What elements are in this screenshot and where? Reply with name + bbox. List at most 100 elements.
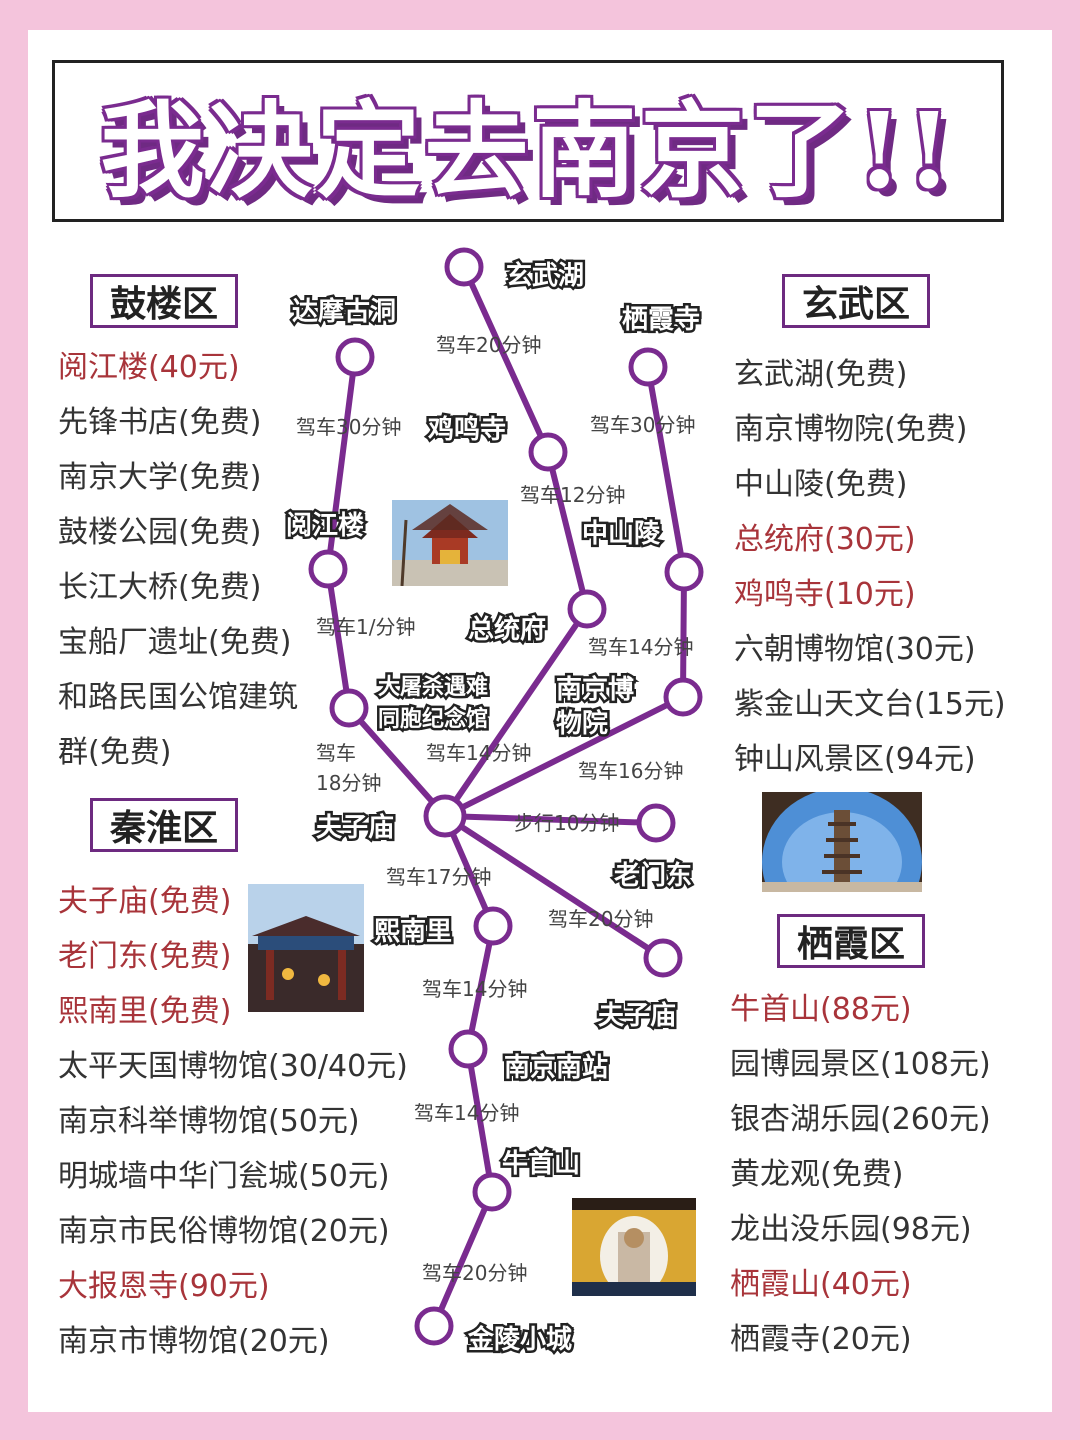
stop-fuzimiao-hub[interactable] (423, 794, 467, 838)
leg-time: 驾车14分钟 (414, 1101, 519, 1125)
label-datusha: 大屠杀遇难 (378, 674, 488, 700)
label-fuzimiao-2: 夫子庙 (598, 1000, 676, 1031)
label-qixiasi: 栖霞寺 (622, 305, 700, 335)
stop-yuejianglou[interactable] (308, 549, 348, 589)
attraction-item: 牛首山(88元) (730, 992, 912, 1027)
stop-laomendong[interactable] (636, 803, 676, 843)
district-gulou-header: 鼓楼区 (90, 274, 238, 328)
buddha-photo (572, 1198, 696, 1296)
leg-time: 18分钟 (316, 771, 381, 795)
leg-time: 驾车16分钟 (578, 759, 683, 783)
stop-niushoushan[interactable] (472, 1172, 512, 1212)
attraction-item: 群(免费) (58, 735, 172, 770)
qixia-attractions-list: 牛首山(88元) 园博园景区(108元) 银杏湖乐园(260元) 黄龙观(免费) 龙出没… (730, 982, 991, 1367)
label-xinanli: 熙南里 (374, 917, 452, 947)
attraction-item: 总统府(30元) (734, 522, 916, 557)
leg-time: 驾车 (316, 741, 356, 765)
label-zhongshanling: 中山陵 (582, 519, 661, 549)
label-nanbo-2: 物院 (556, 708, 608, 739)
leg-time: 驾车30分钟 (590, 413, 695, 437)
stop-nanjingnan[interactable] (448, 1029, 488, 1069)
attraction-item: 宝船厂遗址(免费) (58, 625, 292, 660)
stop-xuanwuhu[interactable] (444, 247, 484, 287)
leg-time: 驾车17分钟 (386, 865, 491, 889)
attraction-item: 南京市民俗博物馆(20元) (58, 1214, 390, 1249)
attraction-item: 龙出没乐园(98元) (730, 1212, 972, 1247)
gulou-attractions-list: 阅江楼(40元) 先锋书店(免费) 南京大学(免费) 鼓楼公园(免费) 长江大桥(免费)… (58, 340, 298, 780)
leg-time: 步行10分钟 (514, 811, 619, 835)
qinhuai-attractions-list: 夫子庙(免费) 老门东(免费) 熙南里(免费) 太平天国博物馆(30/40元) 南京科举… (58, 874, 408, 1369)
attraction-item: 南京市博物馆(20元) (58, 1324, 330, 1359)
leg-time: 驾车12分钟 (520, 483, 625, 507)
leg-time: 驾车20分钟 (422, 1261, 527, 1285)
attraction-item: 夫子庙(免费) (58, 884, 232, 919)
attraction-item: 鼓楼公园(免费) (58, 515, 262, 550)
attraction-item: 中山陵(免费) (734, 467, 908, 502)
attraction-item: 六朝博物馆(30元) (734, 632, 976, 667)
attraction-item: 和路民国公馆建筑 (58, 680, 298, 715)
attraction-item: 太平天国博物馆(30/40元) (58, 1049, 408, 1084)
attraction-item: 钟山风景区(94元) (734, 742, 976, 777)
attraction-item: 栖霞寺(20元) (730, 1322, 912, 1357)
district-qinhuai-header: 秦淮区 (90, 798, 238, 852)
district-qixia-header: 栖霞区 (777, 914, 925, 968)
label-zongtongfu: 总统府 (468, 614, 546, 645)
attraction-item: 栖霞山(40元) (730, 1267, 912, 1302)
district-xuanwu-header: 玄武区 (782, 274, 930, 328)
attraction-item: 老门东(免费) (58, 939, 232, 974)
route-lines (325, 264, 687, 1329)
gate-photo (248, 884, 364, 1012)
stop-damo[interactable] (335, 337, 375, 377)
stop-qixiasi[interactable] (628, 347, 668, 387)
route-stops (308, 247, 704, 1346)
stop-fuzimiao-2[interactable] (643, 938, 683, 978)
attraction-item: 明城墙中华门瓮城(50元) (58, 1159, 390, 1194)
pavilion-photo (392, 500, 508, 586)
attraction-item: 先锋书店(免费) (58, 405, 262, 440)
attraction-item: 阅江楼(40元) (58, 350, 240, 385)
attraction-item: 长江大桥(免费) (58, 570, 262, 605)
label-xuanwuhu: 玄武湖 (506, 260, 584, 291)
stop-jinling[interactable] (414, 1306, 454, 1346)
leg-time: 驾车30分钟 (296, 415, 401, 439)
label-jinling: 金陵小城 (467, 1324, 572, 1355)
attraction-item: 银杏湖乐园(260元) (730, 1102, 991, 1137)
leg-time: 驾车14分钟 (422, 977, 527, 1001)
stop-zongtongfu[interactable] (567, 589, 607, 629)
stop-datusha[interactable] (329, 688, 369, 728)
attraction-item: 南京科举博物馆(50元) (58, 1104, 360, 1139)
label-fuzimiao: 夫子庙 (316, 812, 394, 843)
label-yuejianglou: 阅江楼 (286, 511, 364, 541)
attraction-item: 大报恩寺(90元) (58, 1269, 270, 1304)
attraction-item: 园博园景区(108元) (730, 1047, 991, 1082)
label-nanbo: 南京博 (556, 674, 634, 705)
label-nanjingnan: 南京南站 (504, 1052, 608, 1083)
attraction-item: 黄龙观(免费) (730, 1157, 904, 1192)
stop-xinanli[interactable] (473, 906, 513, 946)
label-jimingsi: 鸡鸣寺 (427, 414, 506, 445)
attraction-item: 紫金山天文台(15元) (734, 687, 1006, 722)
label-damo: 达摩古洞 (292, 296, 396, 327)
page-title: 我决定去南京了!! (100, 88, 956, 212)
title-banner: 我决定去南京了!! (52, 60, 1004, 222)
xuanwu-attractions-list: 玄武湖(免费) 南京博物院(免费) 中山陵(免费) 总统府(30元) 鸡鸣寺(10元) 六… (734, 347, 1006, 787)
stop-zhongshanling[interactable] (664, 552, 704, 592)
stop-jimingsi[interactable] (528, 432, 568, 472)
attraction-item: 南京大学(免费) (58, 460, 262, 495)
poster-card (28, 30, 1052, 1412)
leg-time: 驾车1/分钟 (316, 615, 415, 639)
attraction-item: 熙南里(免费) (58, 994, 232, 1029)
stop-nanbo[interactable] (663, 677, 703, 717)
attraction-item: 南京博物院(免费) (734, 412, 968, 447)
leg-time: 驾车20分钟 (436, 333, 541, 357)
attraction-item: 玄武湖(免费) (734, 357, 908, 392)
leg-time: 驾车14分钟 (588, 635, 693, 659)
leg-time: 驾车20分钟 (548, 907, 653, 931)
pagoda-photo (762, 792, 922, 892)
label-niushoushan: 牛首山 (502, 1148, 580, 1179)
label-laomendong: 老门东 (614, 860, 692, 891)
attraction-item: 鸡鸣寺(10元) (734, 577, 916, 612)
label-datusha-2: 同胞纪念馆 (378, 706, 488, 732)
leg-time: 驾车14分钟 (426, 741, 531, 765)
